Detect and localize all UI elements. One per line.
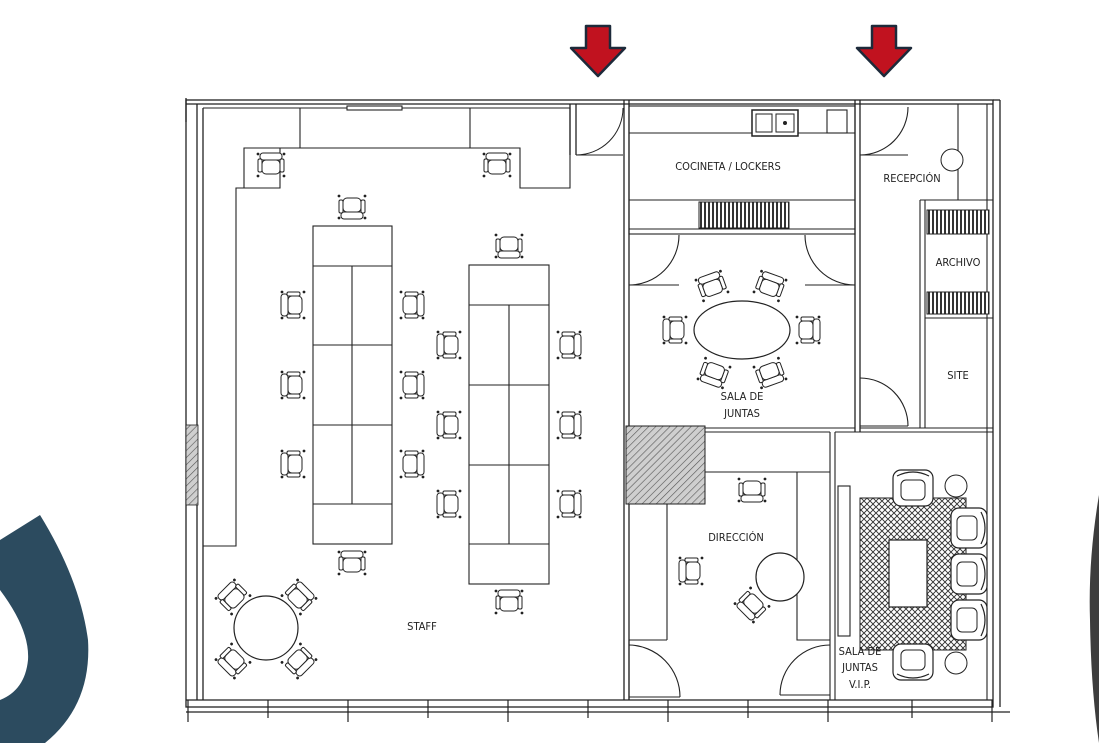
window-hatch [185,424,199,506]
reception-plant [940,148,964,172]
vip-plant [944,651,968,675]
oval-table [693,300,791,360]
direccion-room [628,431,836,700]
round-table-direccion [755,552,805,602]
room-label-sala-1: SALA DE [721,390,764,403]
door-swing [575,107,624,156]
vip-table [888,539,928,608]
desk-cluster-left [312,225,393,545]
room-label-recepcion: RECEPCIÓN [883,172,940,185]
staff-counter [203,105,571,547]
archivo-shelf-top [926,209,990,235]
room-label-vip-3: V.I.P. [849,678,871,691]
round-table [233,595,299,661]
room-label-staff: STAFF [407,620,437,633]
room-label-site: SITE [947,369,969,382]
cocineta-room [628,105,856,235]
lockers [698,201,790,229]
entry-arrow-icon [569,24,627,78]
room-label-direccion: DIRECCIÓN [708,531,764,544]
room-label-vip-1: SALA DE [839,645,882,658]
entry-arrow-icon [855,24,913,78]
window-mullions [187,700,993,722]
brand-shape [0,515,89,743]
room-label-vip-2: JUNTAS [841,661,878,674]
edge-photo [1089,495,1099,743]
recepcion-room [835,103,993,700]
room-label-sala-2: JUNTAS [723,407,760,420]
column-hatch [625,425,706,505]
vip-plant [944,474,968,498]
archivo-shelf-bottom [926,291,990,315]
desk-cluster-right [468,264,550,585]
room-label-archivo: ARCHIVO [936,256,981,269]
room-label-cocineta: COCINETA / LOCKERS [675,160,780,173]
vip-room [837,485,851,637]
sink-icon [751,109,799,137]
